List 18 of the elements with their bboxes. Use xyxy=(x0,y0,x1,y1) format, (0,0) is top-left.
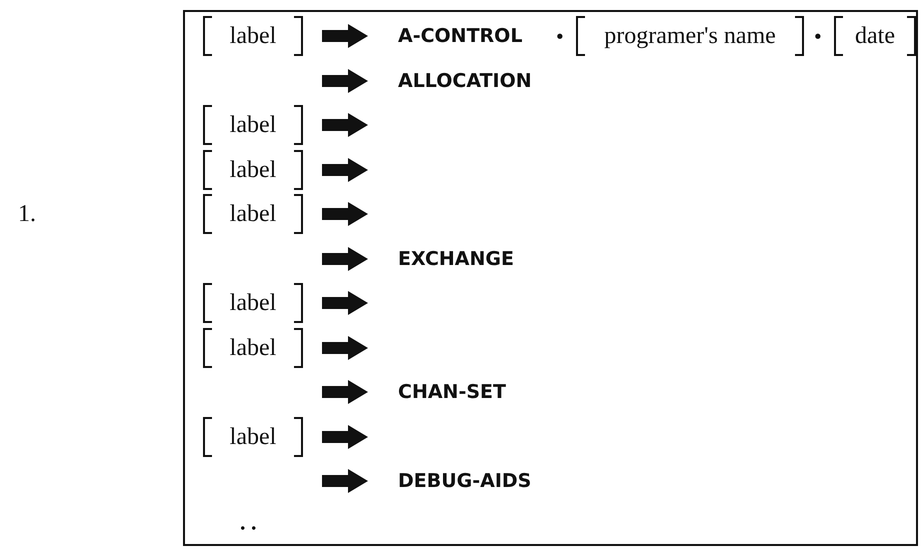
placeholder-text: programer's name xyxy=(604,22,776,51)
placeholder-text: label xyxy=(230,422,276,452)
placeholder-text: label xyxy=(230,334,276,362)
keyword: ALLOCATION xyxy=(398,68,532,94)
keyword: CHAN-SET xyxy=(398,380,506,405)
keyword: A-CONTROL xyxy=(398,24,522,49)
keyword: DEBUG-AIDS xyxy=(398,468,532,494)
placeholder-text: label xyxy=(230,289,276,318)
placeholder-text: label xyxy=(230,200,276,229)
placeholder-text: label xyxy=(230,111,276,140)
separator-dot: • xyxy=(556,22,564,50)
placeholder-text: label xyxy=(230,156,276,184)
separator-dot: • xyxy=(814,22,822,50)
continuation-dots: . . xyxy=(240,508,256,536)
placeholder-text: label xyxy=(230,22,276,51)
keyword: EXCHANGE xyxy=(398,246,514,272)
item-number: 1. xyxy=(18,200,36,229)
placeholder-text: date xyxy=(855,22,895,51)
